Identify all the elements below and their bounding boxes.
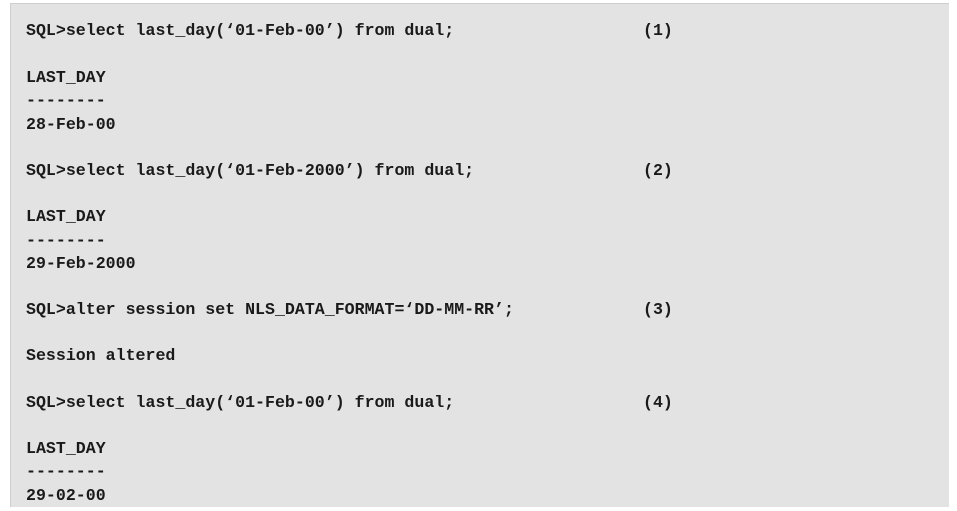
result-value-2: 29-Feb-2000 [26, 254, 136, 273]
session-message: Session altered [26, 346, 176, 365]
result-header-2: LAST_DAY [26, 207, 106, 226]
sql-command-4: SQL>select last_day(‘01-Feb-00’) from du… [26, 393, 455, 412]
result-value-4: 29-02-00 [26, 486, 106, 505]
sql-command-1: SQL>select last_day(‘01-Feb-00’) from du… [26, 21, 455, 40]
result-separator-1: -------- [26, 91, 106, 110]
sql-command-2: SQL>select last_day(‘01-Feb-2000’) from … [26, 161, 475, 180]
command-number-3: (3) [643, 300, 673, 319]
result-separator-4: -------- [26, 462, 106, 481]
sql-output-panel: SQL>select last_day(‘01-Feb-00’) from du… [10, 3, 949, 507]
command-number-1: (1) [643, 21, 673, 40]
result-header-4: LAST_DAY [26, 439, 106, 458]
command-number-2: (2) [643, 161, 673, 180]
sql-command-3: SQL>alter session set NLS_DATA_FORMAT=‘D… [26, 300, 514, 319]
command-number-4: (4) [643, 393, 673, 412]
result-separator-2: -------- [26, 231, 106, 250]
result-value-1: 28-Feb-00 [26, 115, 116, 134]
result-header-1: LAST_DAY [26, 68, 106, 87]
